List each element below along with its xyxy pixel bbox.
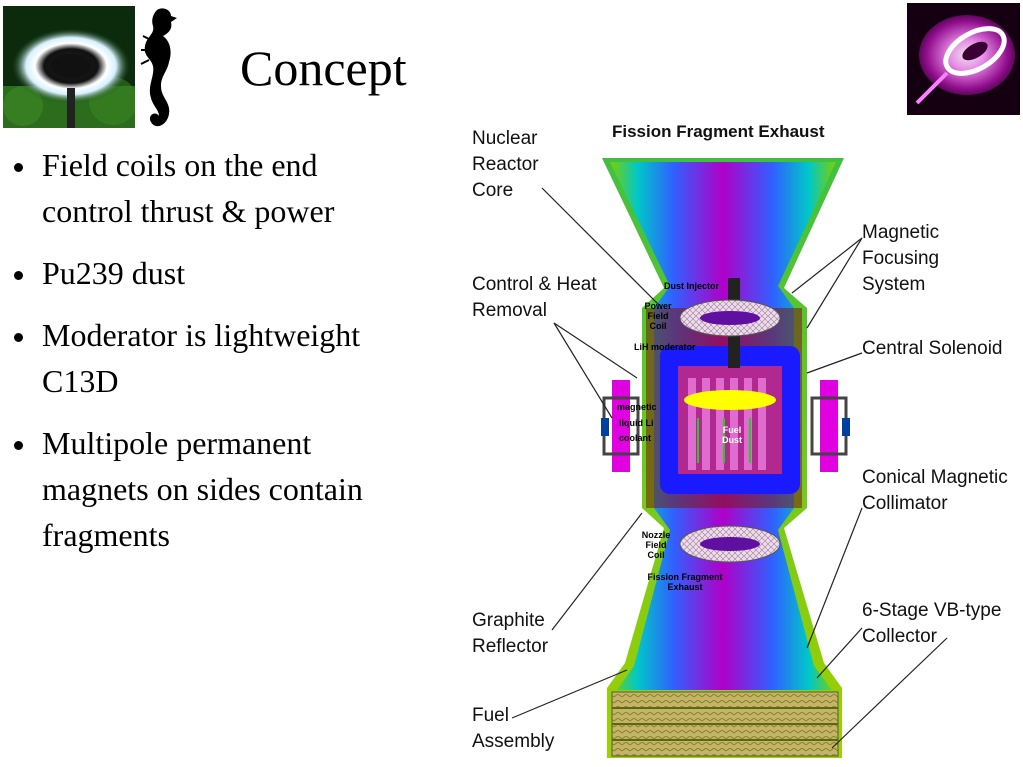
bullet-item: Field coils on the end control thrust & …: [8, 142, 408, 234]
bullet-list: Field coils on the end control thrust & …: [8, 142, 408, 574]
nuclear-reactor-core-label: Nuclear Reactor Core: [472, 128, 539, 201]
lih-moderator-label: LiH moderator: [634, 342, 696, 352]
glowing-ring-photo: [3, 6, 135, 128]
bullet-item: Moderator is lightweight C13D: [8, 312, 408, 404]
control-heat-removal-label: Control & Heat Removal: [472, 274, 597, 321]
coolant-arrows: [697, 418, 751, 463]
seahorse-logo: [140, 8, 177, 127]
coolant-label: coolant: [619, 433, 652, 443]
nozzle-field-coil-label: Nozzle Field Coil: [641, 530, 671, 560]
pink-plasma-ring-photo: [907, 3, 1020, 115]
magnetic-label: magnetic: [617, 402, 657, 412]
conical-magnetic-collimator-label: Conical Magnetic Collimator: [862, 467, 1008, 514]
leader-lines: [511, 187, 948, 749]
fuel-dust-label: Fuel Dust: [722, 425, 742, 445]
liquid-li-label: liquid Li: [619, 418, 654, 428]
fuel-dust-disk: [684, 390, 776, 410]
power-field-coil-label: Power Field Coil: [644, 301, 672, 331]
fuel-assembly-rows: [612, 707, 838, 741]
fuel-assembly-label: Fuel Assembly: [472, 705, 555, 752]
side-magnet-right: [810, 380, 850, 472]
nozzle-field-coil-hole: [700, 537, 760, 551]
side-magnet-left: [601, 380, 640, 472]
fuel-rods: [688, 378, 766, 470]
bullet-item: Multipole permanent magnets on sides con…: [8, 420, 408, 558]
power-field-coil-hole: [700, 311, 760, 325]
magnetic-focusing-system-label: Magnetic Focusing System: [862, 222, 940, 295]
collector-label: 6-Stage VB-type Collector: [862, 600, 1002, 647]
reactor-diagram: [511, 158, 948, 758]
fission-fragment-exhaust-inner-label: Fission Fragment Exhaust: [647, 572, 723, 592]
top-exhaust-label: Fission Fragment Exhaust: [612, 122, 825, 141]
central-solenoid-label: Central Solenoid: [862, 338, 1003, 359]
slide-title: Concept: [240, 40, 407, 96]
dust-injector-label: Dust Injector: [664, 281, 720, 291]
graphite-reflector-label: Graphite Reflector: [472, 610, 549, 657]
bullet-item: Pu239 dust: [8, 250, 408, 296]
